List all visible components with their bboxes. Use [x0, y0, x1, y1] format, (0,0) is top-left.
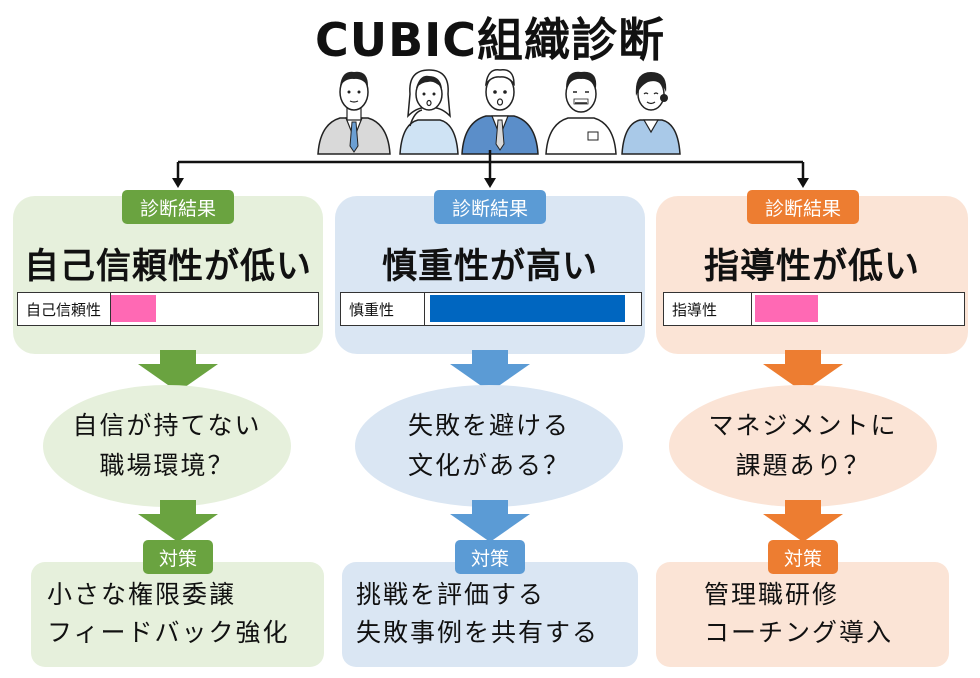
meter-fill: [430, 295, 625, 322]
solution-line: コーチング導入: [704, 618, 894, 647]
solution-box: 管理職研修 コーチング導入: [656, 562, 949, 667]
meter-label: 慎重性: [341, 293, 425, 325]
question-ellipse: 自信が持てない職場環境？: [43, 385, 291, 507]
down-arrow: [138, 350, 218, 392]
solution-line: 小さな権限委譲: [47, 580, 237, 609]
diagnosis-badge: 診断結果: [434, 190, 546, 224]
solution-line: 失敗事例を共有する: [356, 618, 600, 647]
countermeasure-badge: 対策: [143, 540, 213, 574]
smiling-woman-illustration: [621, 72, 681, 155]
result-heading: 指導性が低い: [703, 247, 920, 287]
question-ellipse: マネジメントに課題あり？: [669, 385, 937, 507]
question-line: 文化がある？: [407, 451, 570, 480]
connector-lines: [172, 150, 809, 188]
meter-fill: [755, 295, 818, 322]
score-meter: 自己信頼性: [17, 292, 319, 326]
solution-box: 小さな権限委譲 フィードバック強化: [31, 562, 324, 667]
result-heading: 自己信頼性が低い: [23, 247, 312, 287]
down-arrow: [450, 350, 530, 392]
diagnosis-badge: 診断結果: [122, 190, 234, 224]
question-line: 職場環境？: [99, 451, 235, 480]
countermeasure-badge: 対策: [455, 540, 525, 574]
down-arrow: [138, 500, 218, 542]
meter-fill: [111, 295, 156, 322]
businessman-illustration: [317, 71, 391, 155]
countermeasure-badge: 対策: [768, 540, 838, 574]
diagnosis-badge: 診断結果: [747, 190, 859, 224]
surprised-man-illustration: [461, 69, 539, 155]
page-title: CUBIC組織診断: [314, 13, 666, 67]
worried-woman-illustration: [399, 69, 459, 155]
solution-line: 挑戦を評価する: [356, 580, 546, 609]
down-arrow: [763, 350, 843, 392]
meter-label: 指導性: [664, 293, 752, 325]
down-arrow: [763, 500, 843, 542]
question-line: 自信が持てない: [72, 411, 262, 440]
score-meter: 指導性: [663, 292, 965, 326]
solution-box: 挑戦を評価する 失敗事例を共有する: [342, 562, 638, 667]
question-line: 失敗を避ける: [407, 411, 570, 440]
question-line: マネジメントに: [708, 411, 898, 440]
meter-label: 自己信頼性: [18, 293, 111, 325]
solution-line: 管理職研修: [704, 580, 840, 609]
result-heading: 慎重性が高い: [381, 247, 598, 287]
down-arrow: [450, 500, 530, 542]
anxious-man-illustration: [545, 71, 617, 155]
question-line: 課題あり？: [735, 451, 871, 480]
solution-line: フィードバック強化: [47, 618, 290, 647]
score-meter: 慎重性: [340, 292, 642, 326]
question-ellipse: 失敗を避ける文化がある？: [355, 385, 623, 507]
